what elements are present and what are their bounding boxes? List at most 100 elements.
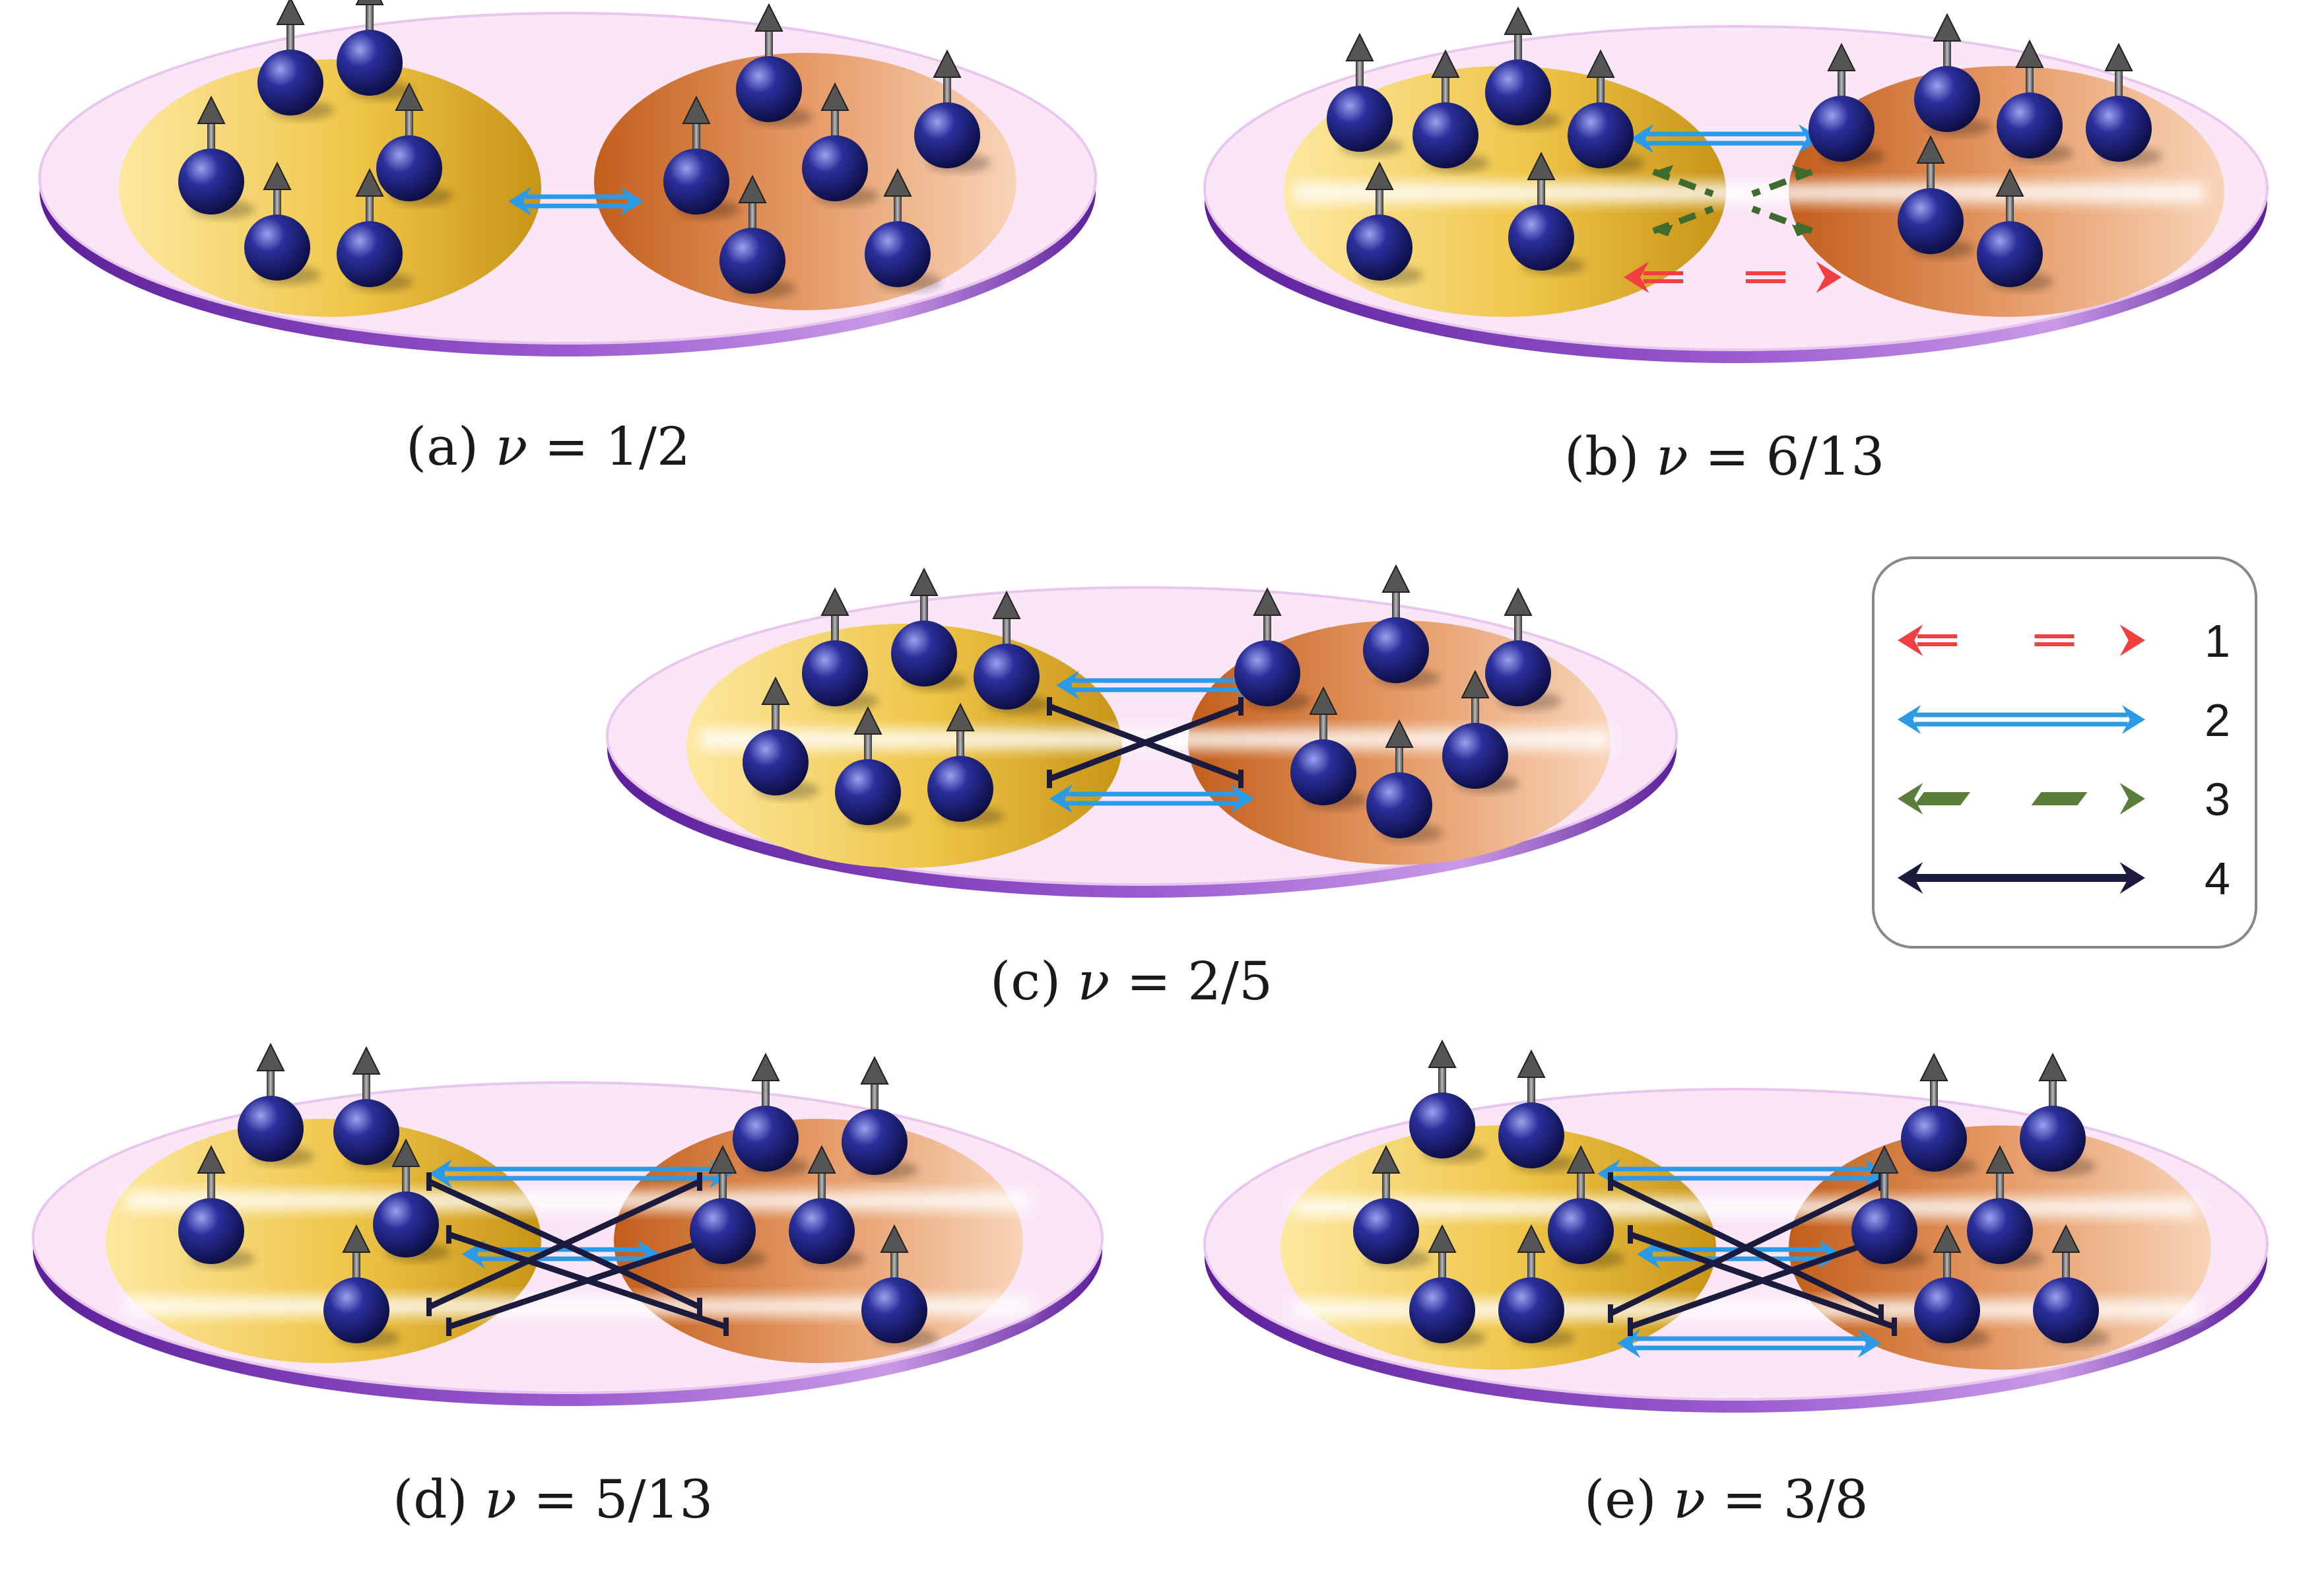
caption-e-prefix: (e)	[1584, 1469, 1657, 1530]
spin-arrowhead-icon	[933, 49, 962, 78]
electron-sphere-icon	[1498, 1277, 1564, 1343]
arrowhead-right-icon	[620, 187, 644, 216]
caption-b-nu: ν	[1656, 426, 1688, 487]
electron-sphere-icon	[257, 50, 323, 116]
electron-sphere-icon	[1997, 92, 2063, 158]
spin-arrowhead-icon	[1428, 1039, 1457, 1068]
electron-sphere-icon	[1977, 221, 2043, 287]
cross-line-b	[1048, 703, 1242, 782]
spin-arrowhead-icon	[1372, 1145, 1401, 1174]
electron-sphere-icon	[842, 1109, 908, 1175]
electron-sphere-icon	[178, 149, 244, 215]
electron-sphere-icon	[2086, 96, 2152, 162]
spin-arrowhead-icon	[197, 1145, 226, 1174]
spin-arrowhead-icon	[276, 0, 305, 25]
electron	[1412, 49, 1489, 172]
electron	[802, 587, 879, 710]
legend-item-1	[1898, 624, 2145, 656]
arrow-dash	[2031, 792, 2088, 805]
caption-c-prefix: (c)	[990, 951, 1061, 1012]
arrowhead-right-icon	[2119, 862, 2145, 894]
legend-item-3	[1898, 783, 2145, 815]
electron	[2033, 1224, 2109, 1347]
legend-label-1: 1	[2205, 615, 2230, 667]
electron	[323, 1224, 400, 1347]
spin-arrowhead-icon	[992, 590, 1021, 619]
green-dash	[1652, 168, 1714, 197]
electron-sphere-icon	[1409, 1092, 1475, 1158]
electron-sphere-icon	[835, 759, 901, 825]
arrowhead-left-icon	[429, 1159, 453, 1188]
interaction-arrow-2-lower	[1049, 784, 1254, 813]
legend-label-3: 3	[2205, 774, 2230, 825]
electron	[1234, 587, 1311, 710]
arrowhead-icon	[1792, 165, 1812, 177]
arrowhead-left-icon	[1898, 862, 1923, 894]
electron-sphere-icon	[2020, 1106, 2086, 1172]
electron	[891, 567, 968, 690]
arrowhead-left-icon	[1637, 1240, 1661, 1269]
arrowhead-icon	[1653, 224, 1673, 236]
electron	[719, 174, 796, 298]
cross-line-b	[1609, 1178, 1882, 1317]
green-dash	[1751, 168, 1813, 197]
electron-sphere-icon	[1353, 1198, 1419, 1264]
spin-arrowhead-icon	[1461, 669, 1490, 698]
interaction-arrow-3	[1652, 165, 1813, 236]
spin-arrowhead-icon	[751, 1052, 780, 1081]
electron-sphere-icon	[373, 1191, 439, 1257]
arrowhead-right-icon	[2121, 705, 2145, 734]
electron-sphere-icon	[337, 221, 403, 287]
electron	[663, 95, 740, 218]
electron	[238, 1042, 314, 1166]
electron	[1809, 42, 1885, 166]
spin-arrowhead-icon	[1995, 168, 2024, 197]
caption-a-prefix: (a)	[406, 416, 479, 477]
spin-arrowhead-icon	[1428, 1224, 1457, 1253]
interaction-arrow-4-b	[1628, 1225, 1897, 1336]
caption-b-prefix: (b)	[1564, 426, 1640, 487]
caption-b: (b) ν = 6/13	[1564, 426, 1884, 487]
arrowhead-right-icon	[1816, 261, 1842, 293]
panel-d	[32, 1042, 1104, 1406]
spin-arrowhead-icon	[1504, 587, 1533, 616]
electron	[373, 1138, 449, 1261]
interaction-arrow-1	[1624, 261, 1842, 293]
arrowhead-icon	[1792, 224, 1812, 236]
spin-arrowhead-icon	[352, 1046, 381, 1075]
electron	[690, 1145, 766, 1268]
electron	[178, 1145, 255, 1268]
caption-b-value: = 6/13	[1705, 426, 1885, 487]
electron-sphere-icon	[1442, 723, 1508, 789]
spin-arrowhead-icon	[1586, 49, 1615, 78]
caption-e: (e) ν = 3/8	[1584, 1469, 1869, 1530]
electron-sphere-icon	[1967, 1198, 2033, 1264]
electron	[1498, 1049, 1575, 1172]
interaction-arrow-2	[429, 1159, 733, 1188]
arrowhead-right-icon	[1857, 1329, 1881, 1358]
electron	[1901, 1052, 1977, 1176]
electron-sphere-icon	[1290, 739, 1356, 805]
electron	[2020, 1052, 2096, 1176]
interaction-arrow-4	[426, 1172, 702, 1316]
electron	[376, 82, 453, 205]
electron-sphere-icon	[1485, 59, 1551, 125]
electron-sphere-icon	[323, 1277, 389, 1343]
electron	[1409, 1039, 1486, 1162]
legend: 1 2 3 4	[1872, 556, 2257, 949]
legend-item-2	[1898, 705, 2145, 734]
electron-sphere-icon	[1412, 102, 1478, 168]
electron-sphere-icon	[1914, 1277, 1980, 1343]
electron	[1363, 564, 1440, 687]
electron	[1498, 1224, 1575, 1347]
legend-box	[1872, 556, 2257, 949]
spin-arrowhead-icon	[853, 706, 882, 735]
green-dash	[1751, 205, 1813, 234]
spin-arrowhead-icon	[1431, 49, 1460, 78]
electron-sphere-icon	[333, 1099, 399, 1165]
electron	[1851, 1145, 1928, 1268]
spin-arrowhead-icon	[880, 1224, 909, 1253]
arrowhead-left-icon	[1898, 624, 1923, 656]
spin-arrowhead-icon	[1870, 1145, 1899, 1174]
spin-arrowhead-icon	[1345, 32, 1374, 61]
